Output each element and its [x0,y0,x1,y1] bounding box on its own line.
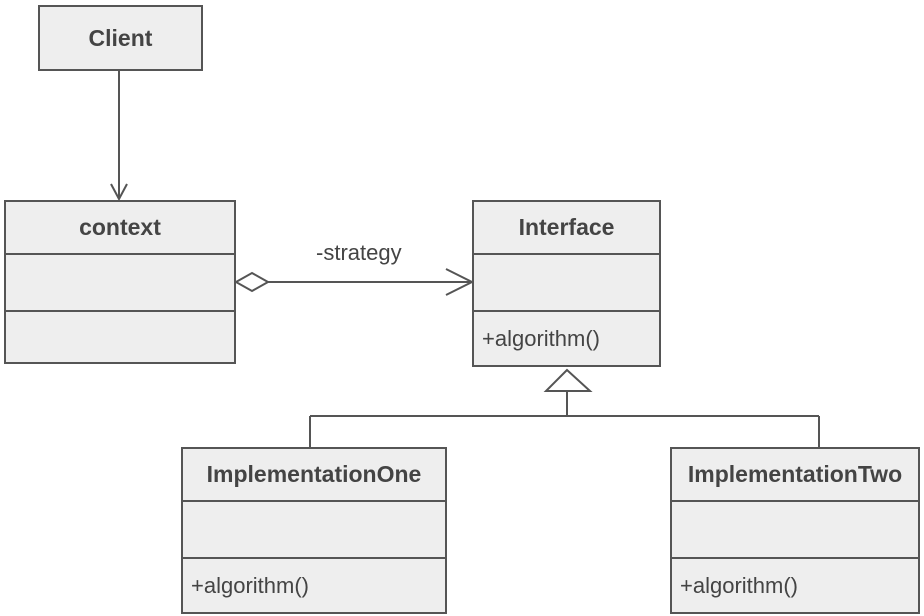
implementation-one-attributes [183,500,445,557]
interface-class-name: Interface [518,214,615,240]
generalization-triangle [543,368,593,392]
client-class-name: Client [88,24,153,51]
implementation-two-operation: +algorithm() [672,557,918,612]
context-operations [6,310,234,362]
implementation-one-class[interactable]: ImplementationOne +algorithm() [181,447,447,614]
implementation-one-class-name: ImplementationOne [206,461,422,487]
context-class[interactable]: context [4,200,236,364]
client-context-arrowhead [110,183,128,202]
context-attributes [6,253,234,310]
client-class[interactable]: Client [38,5,203,71]
implementation-two-class[interactable]: ImplementationTwo +algorithm() [670,447,920,614]
aggregation-diamond [233,271,271,293]
strategy-label: -strategy [316,240,402,265]
context-class-name: context [79,214,161,240]
interface-class[interactable]: Interface +algorithm() [472,200,661,367]
implementation-two-attributes [672,500,918,557]
interface-operation: +algorithm() [474,310,659,365]
implementation-one-operation: +algorithm() [183,557,445,612]
implementation-two-class-name: ImplementationTwo [687,461,903,487]
interface-attributes [474,253,659,310]
